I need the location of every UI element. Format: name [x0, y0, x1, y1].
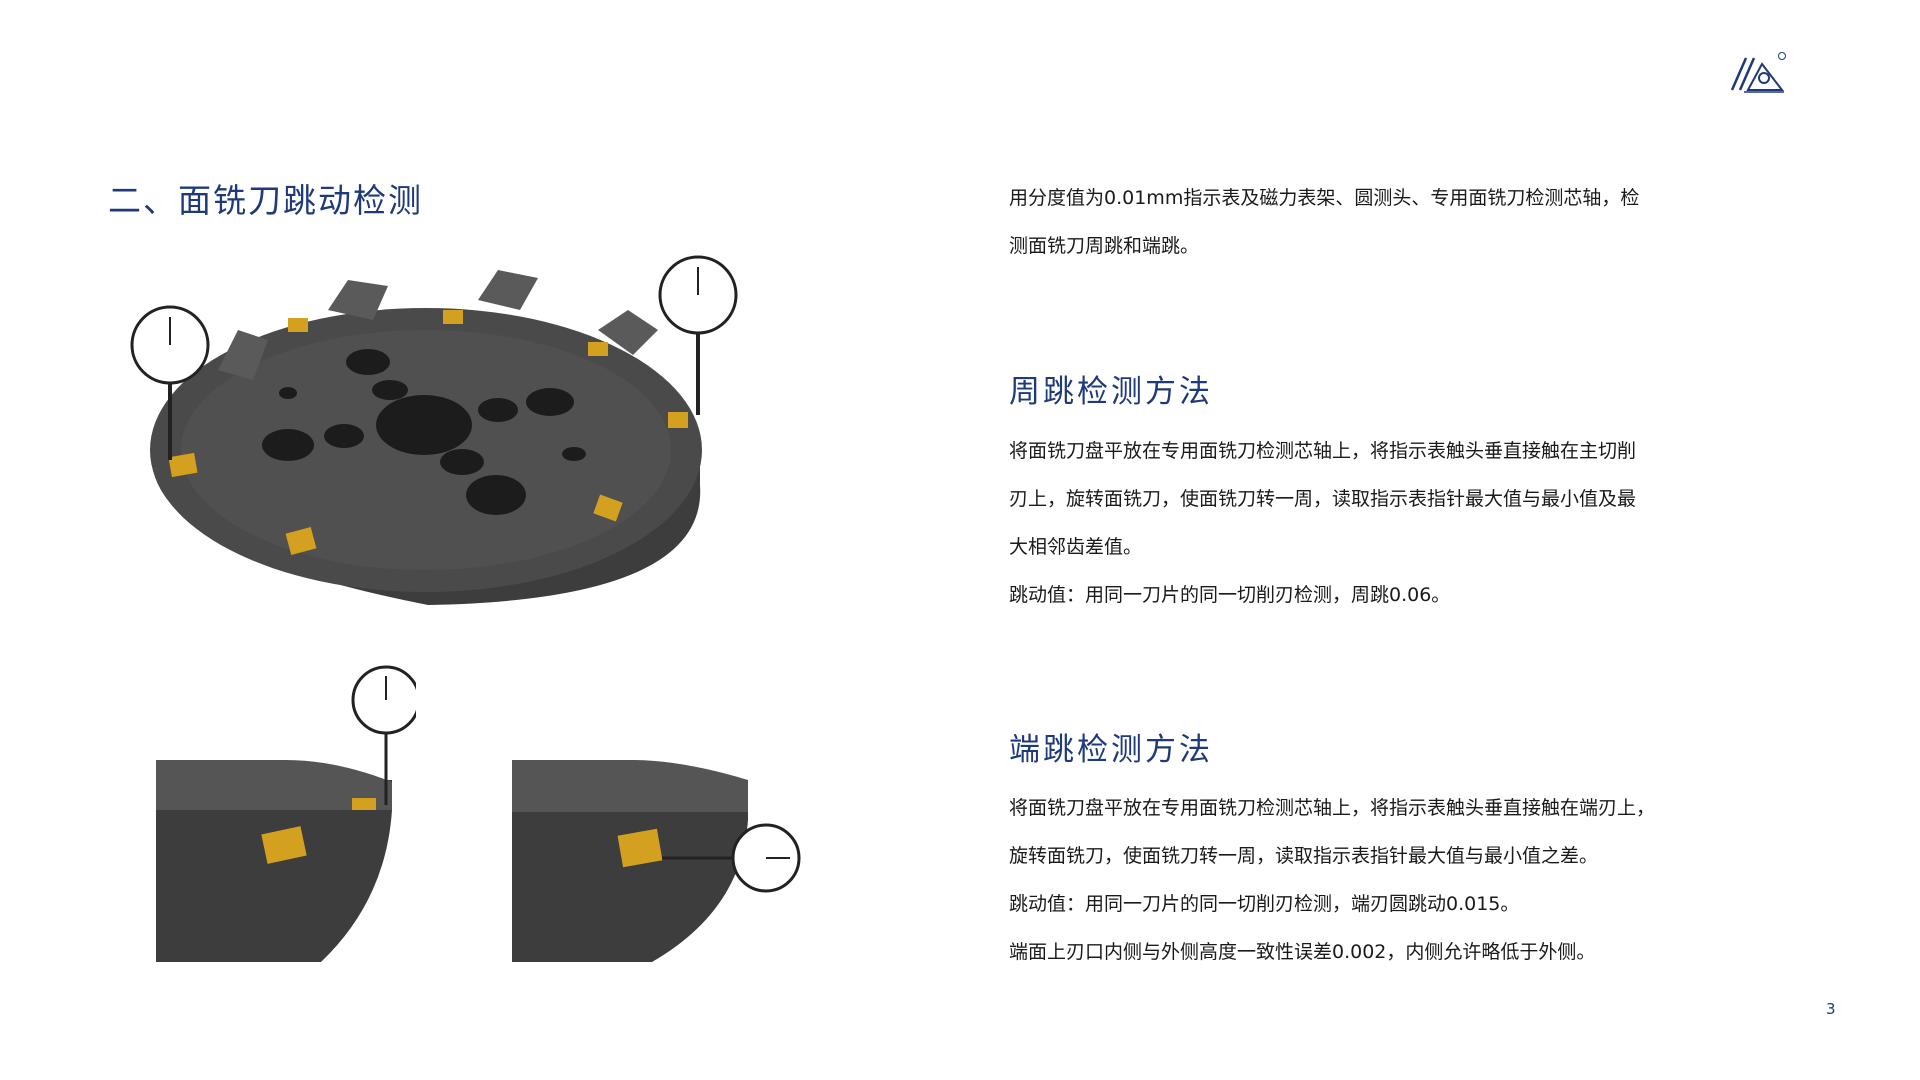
- axial-line-1: 将面铣刀盘平放在专用面铣刀检测芯轴上，将指示表触头垂直接触在端刃上，: [1009, 797, 1656, 819]
- page-number: 3: [1826, 1000, 1836, 1018]
- intro-line-2: 测面铣刀周跳和端跳。: [1009, 235, 1200, 257]
- axial-line-3: 跳动值：用同一刀片的同一切削刃检测，端刃圆跳动0.015。: [1009, 893, 1520, 915]
- cutter-radial-figure: [128, 250, 748, 620]
- axial-line-4: 端面上刃口内侧与外侧高度一致性误差0.002，内侧允许略低于外侧。: [1009, 941, 1596, 963]
- page-title: 二、面铣刀跳动检测: [108, 181, 423, 220]
- radial-line-3: 大相邻齿差值。: [1009, 536, 1143, 558]
- company-logo: [1726, 48, 1792, 98]
- radial-paragraph: 将面铣刀盘平放在专用面铣刀检测芯轴上，将指示表触头垂直接触在主切削 刃上，旋转面…: [1009, 427, 1709, 619]
- intro-line-1: 用分度值为0.01mm指示表及磁力表架、圆测头、专用面铣刀检测芯轴，检: [1009, 187, 1640, 209]
- radial-line-2: 刃上，旋转面铣刀，使面铣刀转一周，读取指示表指针最大值与最小值及最: [1009, 488, 1637, 510]
- intro-paragraph: 用分度值为0.01mm指示表及磁力表架、圆测头、专用面铣刀检测芯轴，检 测面铣刀…: [1009, 174, 1709, 270]
- radial-line-4: 跳动值：用同一刀片的同一切削刃检测，周跳0.06。: [1009, 584, 1451, 606]
- cutter-axial-figure-2: [512, 760, 802, 962]
- axial-heading: 端跳检测方法: [1009, 732, 1213, 768]
- axial-paragraph: 将面铣刀盘平放在专用面铣刀检测芯轴上，将指示表触头垂直接触在端刃上， 旋转面铣刀…: [1009, 784, 1709, 976]
- radial-heading: 周跳检测方法: [1009, 374, 1213, 410]
- radial-line-1: 将面铣刀盘平放在专用面铣刀检测芯轴上，将指示表触头垂直接触在主切削: [1009, 440, 1637, 462]
- axial-line-2: 旋转面铣刀，使面铣刀转一周，读取指示表指针最大值与最小值之差。: [1009, 845, 1599, 867]
- cutter-axial-figure-1: [156, 660, 416, 962]
